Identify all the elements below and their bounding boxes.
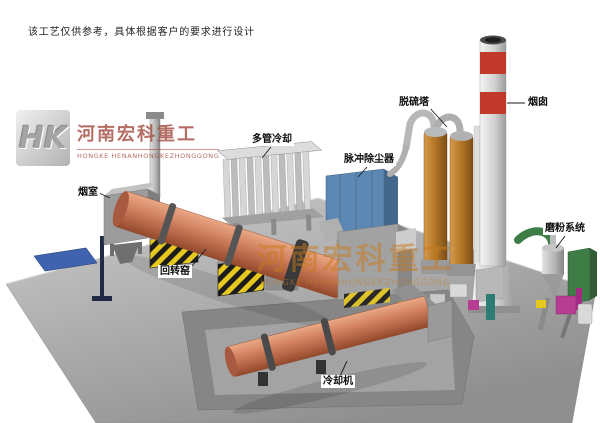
logo-company-name-cn: 河南宏科重工 [77, 124, 197, 145]
logo-text-block: 河南宏科重工 HONGKE HENANHONGKEZHONGGONG [77, 110, 220, 166]
label-cooling-machine: 冷却机 [321, 375, 355, 388]
disclaimer-note: 该工艺仅供参考，具体根据客户的要求进行设计 [28, 27, 255, 38]
label-pulse-dust-collector: 脉冲除尘器 [342, 153, 396, 166]
logo-company-name-en: HONGKE HENANHONGKEZHONGGONG [77, 149, 220, 160]
multi-tube-cooler-graphic [216, 141, 324, 240]
rotary-kiln-graphic [112, 191, 349, 299]
cooler-supports [258, 360, 326, 386]
label-rotary-kiln: 回转窑 [158, 265, 192, 278]
cooler-end-box [427, 299, 453, 343]
left-support-post [92, 236, 112, 301]
label-smoke-chamber: 烟室 [76, 186, 100, 199]
label-chimney: 烟囱 [526, 96, 550, 109]
leader-lines [98, 102, 566, 377]
blue-pad [33, 247, 98, 272]
label-multi-tube-cooling: 多管冷却 [250, 133, 294, 146]
milling-system-graphic [514, 227, 597, 339]
kiln-hood-graphic [318, 218, 438, 316]
label-desulfurization-tower: 脱硫塔 [397, 96, 431, 109]
label-milling-system: 磨粉系统 [543, 222, 587, 235]
logo-monogram: HK [16, 110, 70, 166]
desulfurization-towers-graphic [387, 109, 481, 276]
brand-watermark-logo: HK 河南宏科重工 HONGKE HENANHONGKEZHONGGONG [16, 110, 220, 166]
cooler-shadow [232, 362, 428, 414]
